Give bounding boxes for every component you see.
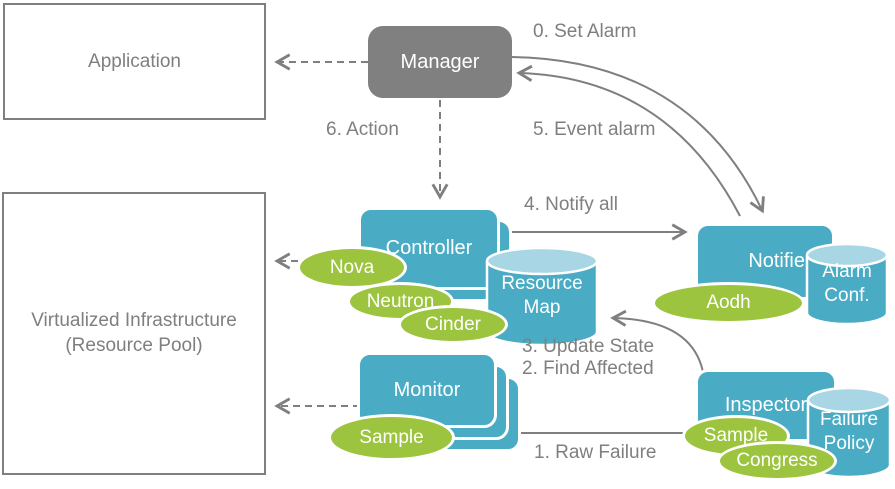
edge-label-find-affected: 2. Find Affected (522, 358, 654, 379)
application-label: Application (88, 50, 181, 72)
edge-label-update-state: 3. Update State (522, 336, 655, 357)
neutron-ellipse: Neutron (347, 282, 454, 321)
alarm-conf-cylinder (805, 242, 889, 326)
cinder-label: Cinder (425, 313, 481, 335)
inspector-label: Inspector (724, 394, 808, 416)
edge-label-notify-all: 4. Notify all (524, 194, 618, 215)
notifier-label: Notifier (748, 250, 812, 272)
inspector-sample-label: Sample (703, 425, 769, 446)
controller-label: Controller (385, 237, 473, 259)
cinder-ellipse: Cinder (398, 305, 508, 344)
neutron-label: Neutron (366, 290, 435, 312)
resource-map-line1: Resource (501, 273, 583, 294)
monitor-label: Monitor (393, 378, 461, 401)
virtualized-infrastructure-label: Virtualized Infrastructure (Resource Poo… (31, 310, 237, 357)
failure-policy-label: Failure Policy (806, 408, 892, 456)
manager-box: Manager (368, 26, 512, 98)
resource-map-label: Resource Map (485, 272, 599, 320)
edge-label-raw-failure: 1. Raw Failure (534, 442, 657, 463)
alarm-conf-line1: Alarm (822, 261, 872, 282)
congress-label: Congress (736, 450, 818, 471)
aodh-label: Aodh (706, 292, 751, 313)
edge-label-action: 6. Action (326, 119, 399, 140)
application-box: Application (3, 3, 266, 120)
failure-policy-line1: Failure (819, 409, 879, 430)
edge-label-event-alarm: 5. Event alarm (533, 119, 656, 140)
monitor-sample-label: Sample (359, 426, 424, 448)
virtualized-infrastructure-box: Virtualized Infrastructure (Resource Poo… (2, 192, 266, 475)
aodh-ellipse: Aodh (652, 282, 805, 324)
alarm-conf-line2: Conf. (824, 285, 870, 306)
virtualized-infrastructure-line1: Virtualized Infrastructure (31, 310, 237, 331)
virtualized-infrastructure-line2: (Resource Pool) (65, 335, 203, 356)
monitor-sample-ellipse: Sample (328, 414, 455, 461)
nova-label: Nova (329, 256, 375, 278)
manager-label: Manager (400, 50, 480, 73)
failure-policy-line2: Policy (823, 433, 875, 454)
edge-label-set-alarm: 0. Set Alarm (533, 21, 637, 42)
resource-map-line2: Map (523, 297, 561, 318)
alarm-conf-label: Alarm Conf. (805, 260, 889, 308)
congress-ellipse: Congress (717, 441, 837, 481)
